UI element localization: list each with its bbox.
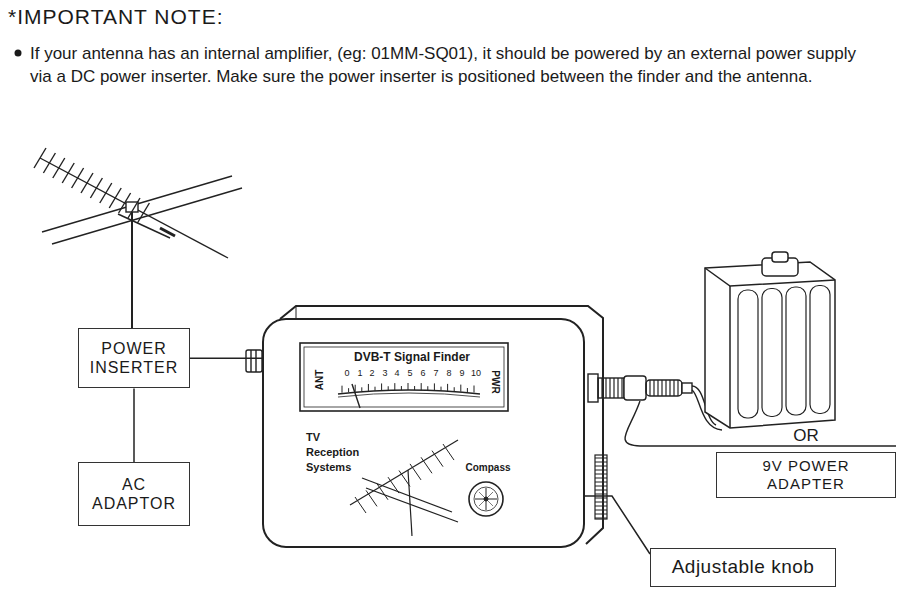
power-adapter-box: 9V POWER ADAPTER bbox=[716, 452, 896, 498]
scale-label: ANT bbox=[314, 370, 326, 391]
box-label: AC ADAPTOR bbox=[85, 475, 183, 513]
scale-number: 4 bbox=[394, 368, 399, 379]
ac-adaptor-box: AC ADAPTOR bbox=[78, 462, 190, 526]
scale-number: 2 bbox=[369, 368, 374, 379]
battery-holder bbox=[705, 252, 835, 428]
adjustable-knob-box: Adjustable knob bbox=[650, 548, 836, 587]
or-label: OR bbox=[793, 426, 819, 446]
adjustable-knob bbox=[595, 455, 607, 519]
scale-number: 9 bbox=[459, 368, 464, 379]
connector-line bbox=[190, 357, 262, 359]
needle bbox=[352, 384, 360, 408]
title: *IMPORTANT NOTE: bbox=[8, 4, 224, 29]
power-connector bbox=[588, 374, 692, 402]
box-label: Adjustable knob bbox=[659, 556, 827, 579]
signal-finder-device: DVB-T Signal Finder TV Reception SystemsC… bbox=[262, 318, 585, 548]
scale-number: 7 bbox=[433, 368, 438, 379]
box-label: 9V POWER ADAPTER bbox=[755, 457, 857, 493]
scale-number: 3 bbox=[382, 368, 387, 379]
connector-line bbox=[585, 496, 650, 554]
divider-line bbox=[716, 445, 896, 446]
scale-number: 5 bbox=[407, 368, 412, 379]
device-title: DVB-T Signal Finder bbox=[322, 350, 502, 364]
antenna-logo bbox=[350, 440, 458, 536]
compass-label: Compass bbox=[462, 461, 514, 475]
antenna-drawing bbox=[34, 148, 242, 328]
scale-ticks bbox=[342, 383, 474, 393]
note-text: If your antenna has an internal amplifie… bbox=[30, 42, 880, 88]
brand-text: TV Reception Systems bbox=[306, 430, 368, 475]
bullet bbox=[15, 50, 22, 57]
power-inserter-box: POWER INSERTER bbox=[78, 328, 190, 388]
scale-number: 1 bbox=[357, 368, 362, 379]
scale-number: 6 bbox=[420, 368, 425, 379]
device-housing bbox=[280, 306, 603, 544]
scale-number: 0 bbox=[344, 368, 349, 379]
scale-label: PWR bbox=[489, 370, 501, 393]
scale-number: 10 bbox=[471, 368, 481, 379]
scale-number: 8 bbox=[446, 368, 451, 379]
battery-slots bbox=[738, 286, 830, 419]
connector-line bbox=[133, 388, 135, 462]
antenna-connector bbox=[246, 350, 262, 372]
meter-window bbox=[300, 343, 508, 411]
antenna-logo-elements bbox=[355, 444, 454, 513]
compass-dial bbox=[469, 482, 503, 516]
box-label: POWER INSERTER bbox=[85, 339, 183, 377]
